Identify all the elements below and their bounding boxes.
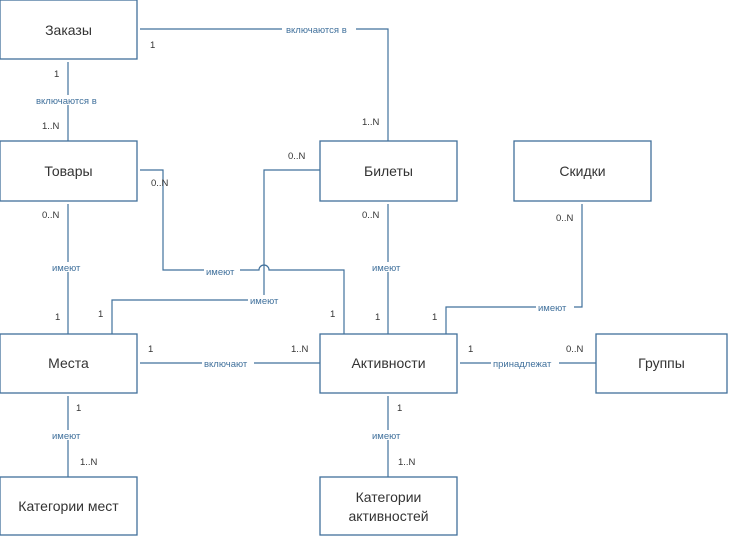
entity-activities-label: Активности <box>351 355 425 371</box>
entity-groups-label: Группы <box>638 355 685 371</box>
card-activities-groups-to: 0..N <box>566 344 584 355</box>
label-places-categories: имеют <box>52 431 81 442</box>
edge-discounts-activities <box>445 201 583 334</box>
label-products-places: имеют <box>52 263 81 274</box>
entity-tickets[interactable]: Билеты <box>319 140 460 204</box>
relation-labels: включаются в включаются в имеют имеют им… <box>34 24 574 442</box>
label-activities-groups: принадлежат <box>493 359 552 370</box>
card-orders-tickets-from: 1 <box>150 40 155 51</box>
card-products-places-to: 1 <box>55 312 60 323</box>
card-tickets-places-from: 0..N <box>288 151 306 162</box>
edge-tickets-places <box>111 169 320 334</box>
entity-places[interactable]: Места <box>0 333 140 396</box>
card-activities-categories-to: 1..N <box>398 457 416 468</box>
card-places-activities-from: 1 <box>148 344 153 355</box>
entity-places-label: Места <box>48 355 89 371</box>
entity-activity-categories-label-line2: активностей <box>348 508 428 524</box>
card-products-activities-to: 1 <box>330 309 335 320</box>
cardinalities: 1 1..N 1 1..N 0..N 1 0..N 1 0..N 1 0..N … <box>42 40 584 468</box>
card-products-places-from: 0..N <box>42 210 60 221</box>
entity-activity-categories[interactable]: Категории активностей <box>319 476 460 536</box>
card-tickets-places-to: 1 <box>98 309 103 320</box>
entity-place-categories-label: Категории мест <box>18 498 119 514</box>
card-orders-products-from: 1 <box>54 69 59 80</box>
label-activities-categories: имеют <box>372 431 401 442</box>
card-activities-groups-from: 1 <box>468 344 473 355</box>
entity-place-categories[interactable]: Категории мест <box>0 476 140 536</box>
label-discounts-activities: имеют <box>538 303 567 314</box>
connectors <box>67 28 596 477</box>
entity-activities[interactable]: Активности <box>319 333 460 396</box>
label-tickets-places: имеют <box>250 296 279 307</box>
card-places-categories-from: 1 <box>76 403 81 414</box>
card-places-activities-to: 1..N <box>291 344 309 355</box>
entity-discounts[interactable]: Скидки <box>513 140 654 204</box>
entity-tickets-label: Билеты <box>364 163 413 179</box>
label-orders-products: включаются в <box>36 96 97 107</box>
entity-discounts-label: Скидки <box>559 163 605 179</box>
entity-activity-categories-label-line1: Категории <box>356 489 422 505</box>
entity-orders[interactable]: Заказы <box>0 0 140 62</box>
card-products-activities-from: 0..N <box>151 178 169 189</box>
label-tickets-activities: имеют <box>372 263 401 274</box>
card-tickets-activities-to: 1 <box>375 312 380 323</box>
entity-products-label: Товары <box>44 163 92 179</box>
edge-orders-tickets <box>137 28 389 141</box>
label-products-activities: имеют <box>206 267 235 278</box>
card-orders-products-to: 1..N <box>42 121 60 132</box>
entity-orders-label: Заказы <box>45 22 92 38</box>
card-places-categories-to: 1..N <box>80 457 98 468</box>
card-tickets-activities-from: 0..N <box>362 210 380 221</box>
entity-groups[interactable]: Группы <box>595 333 730 396</box>
card-discounts-activities-from: 0..N <box>556 213 574 224</box>
card-discounts-activities-to: 1 <box>432 312 437 323</box>
label-orders-tickets: включаются в <box>286 25 347 36</box>
card-activities-categories-from: 1 <box>397 403 402 414</box>
entity-products[interactable]: Товары <box>0 140 140 204</box>
label-places-activities: включают <box>204 359 248 370</box>
edge-products-activities <box>137 169 345 334</box>
card-orders-tickets-to: 1..N <box>362 117 380 128</box>
